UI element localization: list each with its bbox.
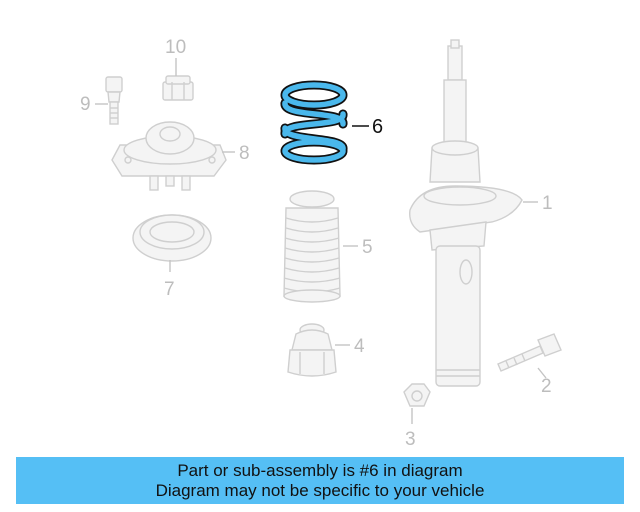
banner-line-2: Diagram may not be specific to your vehi… xyxy=(155,480,485,500)
banner-line-1: Part or sub-assembly is #6 in diagram xyxy=(177,460,463,480)
part-6-coil-spring[interactable] xyxy=(280,80,348,165)
callout-6: 6 xyxy=(372,116,383,138)
callout-10: 10 xyxy=(165,37,186,58)
part-8-strut-mount xyxy=(111,121,227,191)
callout-5: 5 xyxy=(362,237,373,258)
callout-8: 8 xyxy=(239,143,250,164)
part-10-nut xyxy=(162,75,194,101)
part-2-bolt xyxy=(497,333,562,372)
part-7-bearing xyxy=(132,214,212,262)
part-1-strut xyxy=(409,39,523,387)
part-4-bump-stop xyxy=(287,323,337,377)
part-3-nut xyxy=(403,383,431,407)
parts-diagram: 10 9 8 7 xyxy=(80,37,562,450)
part-9-bolt xyxy=(105,76,123,125)
callout-4: 4 xyxy=(354,336,365,357)
callout-1: 1 xyxy=(542,193,553,214)
spring-coil-top xyxy=(282,82,346,108)
info-banner: Part or sub-assembly is #6 in diagram Di… xyxy=(16,457,624,504)
part-5-dust-boot xyxy=(283,190,341,303)
spring-coil-bottom xyxy=(282,139,346,163)
callout-9: 9 xyxy=(80,94,91,115)
callout-3: 3 xyxy=(405,429,416,450)
callout-2: 2 xyxy=(541,376,552,397)
callout-7: 7 xyxy=(164,279,175,300)
